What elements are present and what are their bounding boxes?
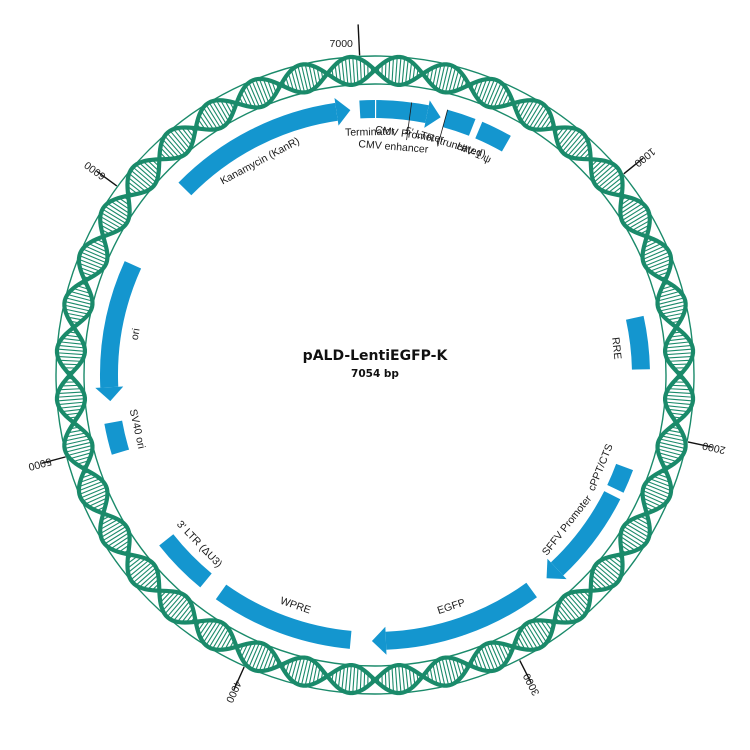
tick-mark — [96, 170, 118, 187]
tick-mark — [41, 456, 66, 464]
plasmid-backbone — [54, 54, 696, 696]
feature-arrowhead — [546, 558, 567, 580]
feature-ori — [100, 261, 142, 388]
feature-ltr3 — [159, 534, 212, 588]
feature-arrowhead — [334, 97, 351, 126]
tick-mark — [519, 660, 532, 683]
tick-label: 7000 — [330, 38, 354, 50]
tick-mark — [233, 666, 245, 691]
tick-mark — [357, 24, 361, 56]
feature-terminator — [359, 100, 375, 119]
helix-strand-b — [54, 54, 696, 696]
tick-label: 6000 — [82, 159, 108, 183]
feature-arrowhead — [95, 386, 124, 402]
feature-label-egfp: EGFP — [436, 597, 467, 617]
tick-label: 2000 — [701, 439, 727, 456]
feature-arrowhead — [371, 626, 387, 655]
feature-arcs — [95, 97, 650, 655]
plasmid-length: 7054 bp — [351, 368, 399, 380]
tick-label: 4000 — [223, 678, 244, 704]
feature-rre — [625, 315, 650, 370]
feature-label-ori: ori — [129, 327, 143, 341]
feature-label-wpre: WPRE — [279, 595, 313, 617]
feature-divider — [437, 109, 448, 147]
plasmid-title: pALD-LentiEGFP-K — [303, 348, 449, 364]
feature-label-rre: RRE — [609, 337, 623, 360]
feature-label-sv40: SV40 ori — [127, 408, 148, 450]
helix-rungs — [58, 58, 692, 692]
feature-cppt — [607, 463, 634, 493]
feature-cmv-promoter — [376, 100, 429, 123]
feature-ltr5 — [442, 109, 476, 136]
tick-label: 5000 — [27, 455, 53, 473]
feature-arrowhead — [424, 100, 441, 128]
backbone-outer-rail — [55, 55, 695, 695]
feature-hiv-psi — [475, 121, 511, 152]
tick-mark — [623, 157, 644, 175]
backbone-inner-rail — [83, 83, 667, 667]
feature-label-terminator: Terminator — [345, 126, 395, 139]
tick-label: 1000 — [632, 145, 658, 169]
tick-mark — [687, 441, 713, 448]
feature-wpre — [215, 584, 352, 649]
feature-sffv — [550, 491, 621, 576]
feature-egfp — [385, 582, 537, 650]
tick-label: 3000 — [521, 671, 542, 697]
feature-sv40 — [104, 420, 130, 455]
feature-label-cmv-enhancer: CMV enhancer — [358, 138, 429, 156]
feature-divider — [406, 102, 413, 141]
feature-kanr — [178, 102, 338, 196]
